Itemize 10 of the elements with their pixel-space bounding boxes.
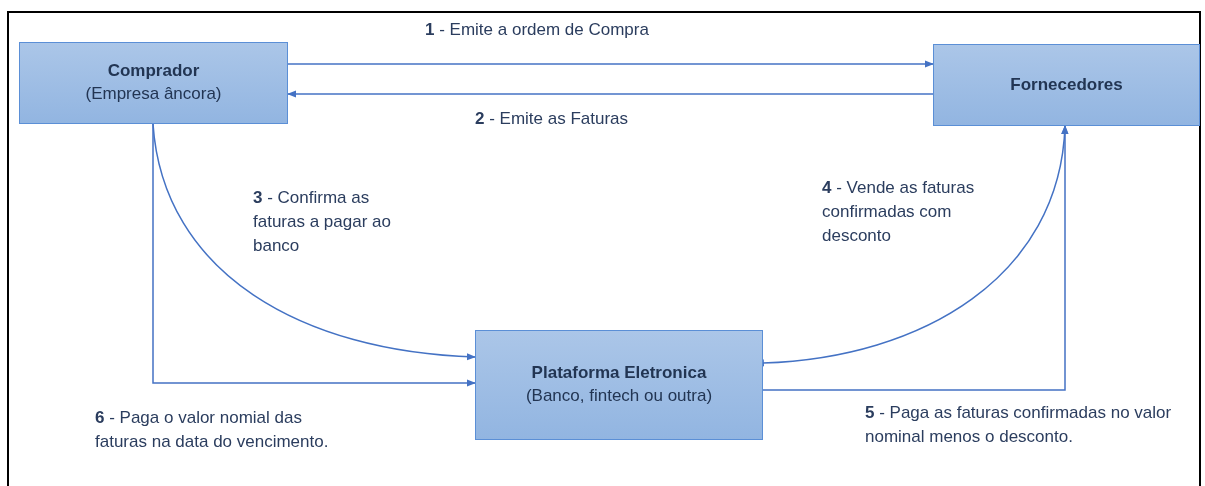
- arrow: [287, 60, 934, 68]
- node-title: Plataforma Eletronica: [531, 362, 707, 385]
- process-box: [933, 44, 1200, 126]
- process-box: [475, 330, 763, 440]
- node-title: Comprador: [107, 60, 200, 83]
- node-subtitle: (Banco, fintech ou outra): [525, 385, 713, 407]
- process-box: [19, 42, 288, 124]
- node-subtitle: (Empresa âncora): [85, 83, 222, 105]
- node-title: Fornecedores: [1010, 73, 1123, 96]
- arrow: [287, 90, 934, 98]
